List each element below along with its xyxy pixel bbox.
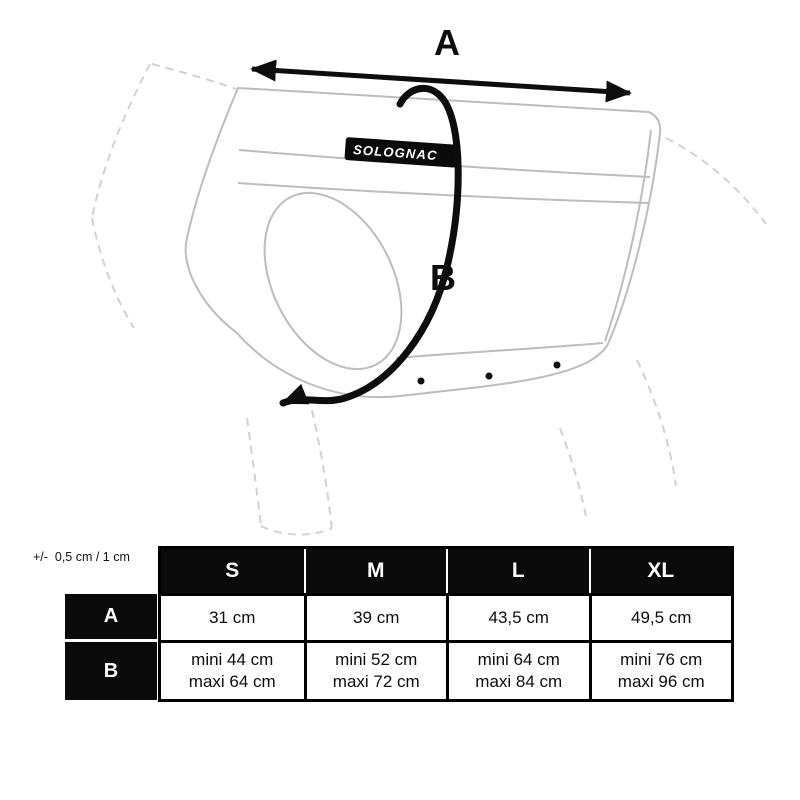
tolerance-note: +/- 0,5 cm / 1 cm <box>33 550 130 564</box>
b-value-m: mini 52 cm maxi 72 cm <box>303 643 446 699</box>
b-value-xl: mini 76 cm maxi 96 cm <box>588 643 731 699</box>
measure-b-row: mini 44 cm maxi 64 cm mini 52 cm maxi 72… <box>161 640 731 699</box>
size-header-xl: XL <box>588 549 731 593</box>
right-binding <box>604 129 652 342</box>
b-value-s-max: maxi 64 cm <box>188 672 276 691</box>
belly-strap-seam <box>395 342 604 359</box>
size-header-m: M <box>303 549 446 593</box>
row-label-a: A <box>65 594 157 639</box>
collar-seam-bottom <box>237 182 649 204</box>
measure-a-label: A <box>434 22 460 63</box>
size-header-row: S M L XL <box>161 549 731 593</box>
b-value-xl-min: mini 76 cm <box>620 649 703 669</box>
size-header-s: S <box>161 549 304 593</box>
b-value-s-min: mini 44 cm <box>191 649 274 669</box>
strap-snap-dots <box>417 361 561 385</box>
measure-a-arrow <box>250 59 632 103</box>
dog-outline-dashed <box>91 63 767 536</box>
leg-hole <box>263 191 403 371</box>
vest-outline <box>184 86 662 399</box>
b-value-xl-max: maxi 96 cm <box>617 672 705 691</box>
a-value-xl: 49,5 cm <box>588 596 731 640</box>
garment-diagram: SOLOGNAC A B <box>91 22 767 536</box>
b-value-l-min: mini 64 cm <box>477 649 560 669</box>
a-value-s: 31 cm <box>161 596 304 640</box>
brand-label: SOLOGNAC <box>344 137 458 168</box>
size-table: S M L XL 31 cm 39 cm 43,5 cm 49,5 cm min… <box>158 546 734 702</box>
measure-b-label: B <box>430 257 456 298</box>
b-value-m-min: mini 52 cm <box>335 649 418 669</box>
b-value-m-max: maxi 72 cm <box>332 672 420 691</box>
a-value-m: 39 cm <box>303 596 446 640</box>
row-label-b: B <box>65 642 157 700</box>
b-value-l: mini 64 cm maxi 84 cm <box>446 643 589 699</box>
brand-text: SOLOGNAC <box>353 142 439 163</box>
a-value-l: 43,5 cm <box>446 596 589 640</box>
measure-a-row: 31 cm 39 cm 43,5 cm 49,5 cm <box>161 593 731 640</box>
measure-b-arrow <box>279 84 462 407</box>
size-header-l: L <box>446 549 589 593</box>
b-value-s: mini 44 cm maxi 64 cm <box>161 643 304 699</box>
b-value-l-max: maxi 84 cm <box>475 672 563 691</box>
